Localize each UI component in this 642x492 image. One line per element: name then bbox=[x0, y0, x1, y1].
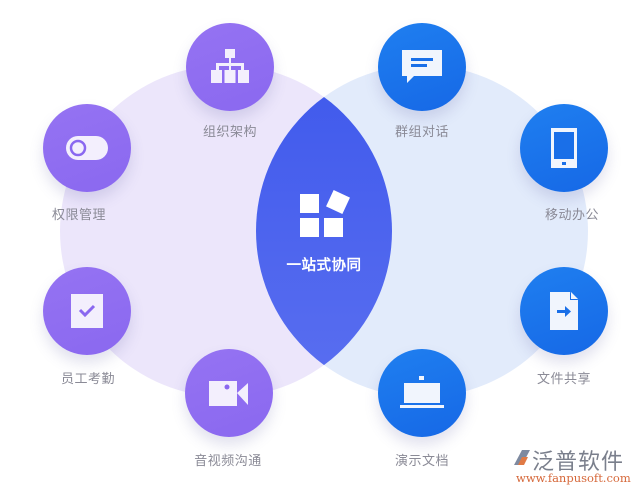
label-mobile-office: 移动办公 bbox=[544, 208, 599, 223]
file-share-icon bbox=[550, 292, 578, 330]
brand-url: www.fanpusoft.com bbox=[516, 471, 631, 485]
checkbox-icon bbox=[71, 294, 103, 328]
node-presentation-docs[interactable] bbox=[378, 349, 466, 437]
label-attendance: 员工考勤 bbox=[60, 372, 115, 387]
app-blocks-icon bbox=[300, 190, 350, 237]
brand-logo-icon bbox=[514, 450, 530, 465]
node-video-communication[interactable] bbox=[185, 349, 273, 437]
node-org-structure[interactable] bbox=[186, 23, 274, 111]
label-group-chat: 群组对话 bbox=[394, 125, 449, 140]
watermark-logo: 泛普软件 www.fanpusoft.com bbox=[512, 444, 640, 490]
label-file-sharing: 文件共享 bbox=[536, 372, 591, 387]
label-video-communication: 音视频沟通 bbox=[194, 454, 262, 469]
laptop-presentation-icon bbox=[400, 376, 444, 408]
brand-name: 泛普软件 bbox=[532, 450, 625, 475]
org-chart-icon bbox=[211, 49, 249, 83]
node-group-chat[interactable] bbox=[378, 23, 466, 111]
node-file-sharing[interactable] bbox=[520, 267, 608, 355]
center-title: 一站式协同 bbox=[286, 258, 362, 274]
video-camera-icon bbox=[209, 381, 248, 406]
node-attendance[interactable] bbox=[43, 267, 131, 355]
node-mobile-office[interactable] bbox=[520, 104, 608, 192]
label-org-structure: 组织架构 bbox=[202, 125, 257, 140]
label-permission-management: 权限管理 bbox=[51, 208, 106, 223]
toggle-icon bbox=[66, 136, 108, 160]
mobile-phone-icon bbox=[551, 128, 577, 168]
label-presentation-docs: 演示文档 bbox=[394, 454, 449, 469]
node-permission-management[interactable] bbox=[43, 104, 131, 192]
chat-bubble-icon bbox=[402, 50, 442, 83]
intersection-lens bbox=[256, 65, 392, 397]
